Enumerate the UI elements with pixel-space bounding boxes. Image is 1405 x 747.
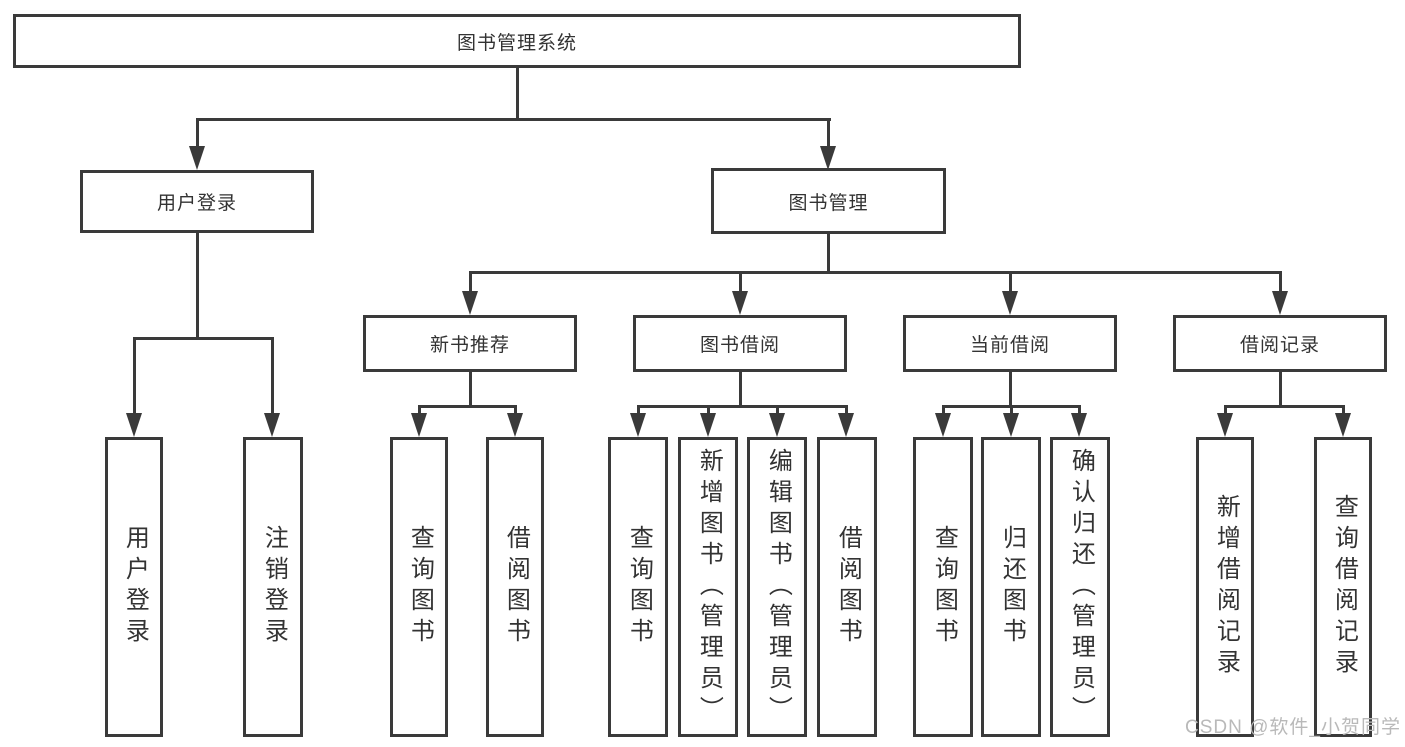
- connector-user-login-stem: [196, 233, 199, 337]
- connector-drop-current-borrowing: [1009, 271, 1012, 293]
- arrow-to-query-books-current-icon: [935, 413, 951, 437]
- connector-drop-book-borrowing: [739, 271, 742, 293]
- connector-drop-new-book: [469, 271, 472, 293]
- arrow-to-add-borrow-record-icon: [1217, 413, 1233, 437]
- arrow-to-query-borrow-record-icon: [1335, 413, 1351, 437]
- leaf-user-login-label: 用户登录: [121, 525, 149, 649]
- arrow-to-leaf-user-login-icon: [126, 413, 142, 437]
- node-current-borrowing-label: 当前借阅: [969, 335, 1050, 356]
- connector-drop-c1: [637, 405, 640, 417]
- connector-drop-e1: [1224, 405, 1227, 417]
- connector-drop-b2: [514, 405, 517, 417]
- arrow-to-new-book-icon: [462, 291, 478, 315]
- arrow-to-borrowing-records-icon: [1272, 291, 1288, 315]
- node-current-borrowing: 当前借阅: [903, 315, 1117, 372]
- leaf-return-books: 归还图书: [981, 437, 1041, 737]
- leaf-borrow-books-recommend-label: 借阅图书: [502, 525, 530, 649]
- leaf-edit-books-admin-label: 编辑图书（管理员）: [764, 447, 792, 727]
- connector-drop-leaf-user-login: [133, 337, 136, 417]
- leaf-add-books-admin-label: 新增图书（管理员）: [695, 447, 723, 727]
- arrow-to-leaf-logout-icon: [264, 413, 280, 437]
- node-book-management-label: 图书管理: [788, 192, 869, 214]
- node-book-borrowing: 图书借阅: [633, 315, 847, 372]
- leaf-confirm-return-admin-label: 确认归还（管理员）: [1067, 447, 1095, 727]
- connector-drop-user-login: [196, 118, 199, 148]
- connector-drop-d1: [942, 405, 945, 417]
- connector-drop-book-mgmt: [827, 118, 830, 148]
- arrow-to-current-borrowing-icon: [1002, 291, 1018, 315]
- connector-drop-d3: [1078, 405, 1081, 417]
- leaf-confirm-return-admin: 确认归还（管理员）: [1050, 437, 1110, 737]
- arrow-to-return-books-icon: [1003, 413, 1019, 437]
- csdn-watermark: CSDN @软件_小贺同学: [1185, 717, 1401, 738]
- connector-borrowing-records-bus: [1224, 405, 1344, 408]
- node-new-book-recommend: 新书推荐: [363, 315, 577, 372]
- node-root-label: 图书管理系统: [456, 32, 577, 54]
- connector-user-login-bus: [133, 337, 274, 340]
- connector-book-borrowing-bus: [637, 405, 848, 408]
- node-new-book-recommend-label: 新书推荐: [429, 335, 510, 356]
- node-borrowing-records: 借阅记录: [1173, 315, 1387, 372]
- connector-root-stem: [516, 68, 519, 121]
- leaf-edit-books-admin: 编辑图书（管理员）: [747, 437, 807, 737]
- leaf-user-login: 用户登录: [105, 437, 163, 737]
- arrow-to-user-login-icon: [189, 146, 205, 170]
- connector-drop-borrowing-records: [1279, 271, 1282, 293]
- leaf-logout-label: 注销登录: [260, 525, 288, 649]
- leaf-borrow-books-label: 借阅图书: [834, 525, 862, 649]
- connector-drop-b1: [418, 405, 421, 417]
- node-book-management: 图书管理: [711, 168, 946, 234]
- arrow-to-borrow-books-icon: [838, 413, 854, 437]
- leaf-query-books-current-label: 查询图书: [930, 525, 958, 649]
- leaf-query-borrow-record: 查询借阅记录: [1314, 437, 1372, 737]
- arrow-to-book-mgmt-icon: [820, 146, 836, 170]
- connector-drop-c3: [776, 405, 779, 417]
- leaf-borrow-books-recommend: 借阅图书: [486, 437, 544, 737]
- arrow-to-add-books-icon: [700, 413, 716, 437]
- leaf-query-borrow-record-label: 查询借阅记录: [1330, 494, 1358, 680]
- leaf-query-books-borrowing-label: 查询图书: [625, 525, 653, 649]
- connector-drop-d2: [1010, 405, 1013, 417]
- leaf-query-books-borrowing: 查询图书: [608, 437, 668, 737]
- connector-drop-c2: [707, 405, 710, 417]
- connector-book-mgmt-stem: [827, 234, 830, 274]
- connector-borrowing-records-stem: [1279, 372, 1282, 408]
- connector-current-borrowing-stem: [1009, 372, 1012, 408]
- leaf-query-books-current: 查询图书: [913, 437, 973, 737]
- node-root: 图书管理系统: [13, 14, 1021, 68]
- node-user-login-label: 用户登录: [156, 193, 237, 214]
- leaf-add-borrow-record-label: 新增借阅记录: [1212, 494, 1240, 680]
- node-borrowing-records-label: 借阅记录: [1239, 335, 1320, 356]
- connector-root-bus: [196, 118, 831, 121]
- leaf-query-books-recommend: 查询图书: [390, 437, 448, 737]
- leaf-add-borrow-record: 新增借阅记录: [1196, 437, 1254, 737]
- connector-book-borrowing-stem: [739, 372, 742, 408]
- leaf-return-books-label: 归还图书: [998, 525, 1026, 649]
- arrow-to-edit-books-icon: [769, 413, 785, 437]
- connector-drop-leaf-logout: [271, 337, 274, 417]
- leaf-add-books-admin: 新增图书（管理员）: [678, 437, 738, 737]
- node-book-borrowing-label: 图书借阅: [699, 335, 780, 356]
- leaf-query-books-recommend-label: 查询图书: [406, 525, 434, 649]
- arrow-to-borrow-books-recommend-icon: [507, 413, 523, 437]
- node-user-login: 用户登录: [80, 170, 314, 233]
- connector-new-book-stem: [469, 372, 472, 408]
- arrow-to-book-borrowing-icon: [732, 291, 748, 315]
- arrow-to-query-books-borrowing-icon: [630, 413, 646, 437]
- connector-book-mgmt-bus: [469, 271, 1282, 274]
- connector-drop-c4: [845, 405, 848, 417]
- leaf-borrow-books: 借阅图书: [817, 437, 877, 737]
- arrow-to-query-books-recommend-icon: [411, 413, 427, 437]
- connector-drop-e2: [1342, 405, 1345, 417]
- leaf-logout: 注销登录: [243, 437, 303, 737]
- arrow-to-confirm-return-icon: [1071, 413, 1087, 437]
- connector-new-book-bus: [418, 405, 517, 408]
